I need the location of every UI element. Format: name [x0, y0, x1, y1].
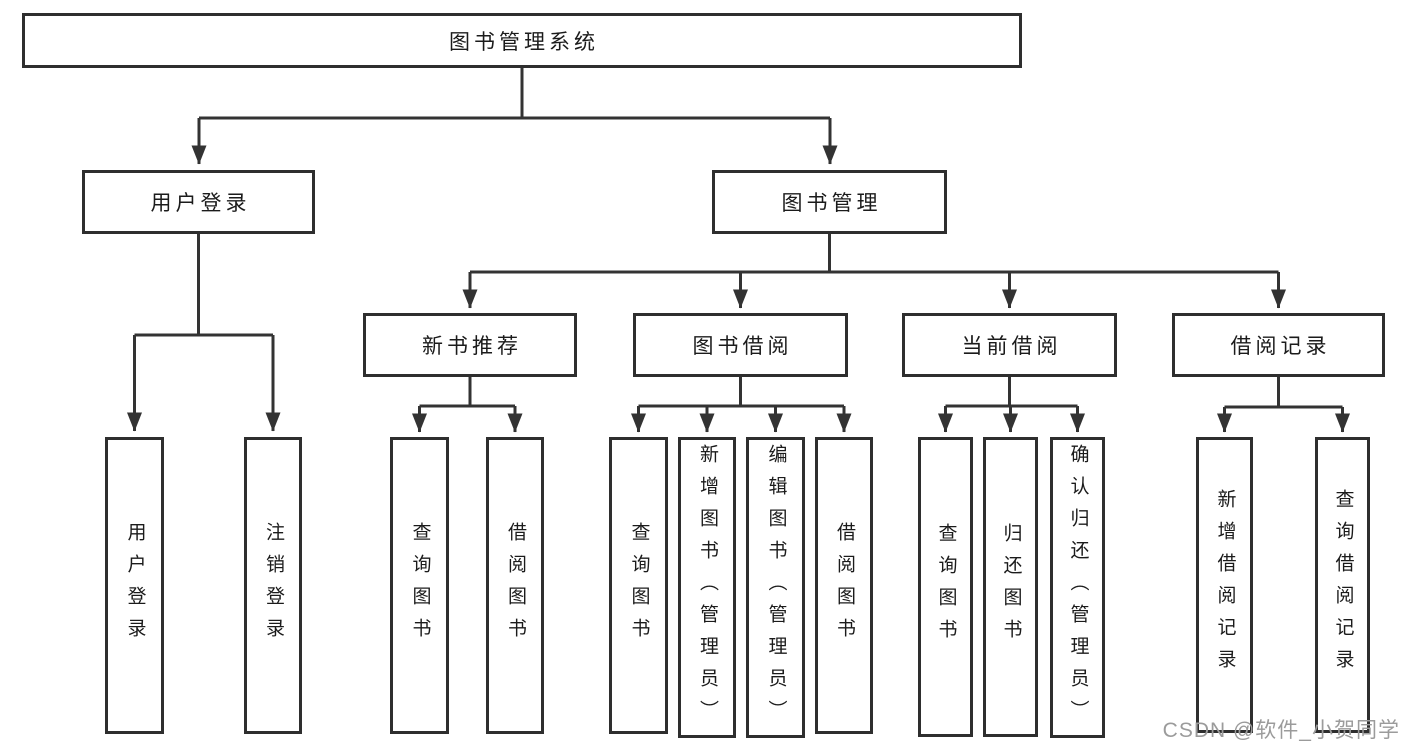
leaf-edit-book-admin: 编辑图书（管理员） — [746, 437, 805, 738]
node-book-borrowing-label: 图书借阅 — [692, 335, 793, 358]
node-book-management: 图书管理 — [712, 170, 947, 234]
leaf-query-books-2-label: 查询图书 — [628, 521, 650, 650]
leaf-borrow-books-1: 借阅图书 — [486, 437, 544, 734]
leaf-return-books: 归还图书 — [983, 437, 1038, 737]
node-new-book-recommend-label: 新书推荐 — [422, 335, 522, 358]
csdn-watermark: CSDN @软件_小贺同学 — [1162, 719, 1400, 742]
node-user-login-label: 用户登录 — [150, 192, 251, 215]
node-new-book-recommend: 新书推荐 — [363, 313, 577, 377]
leaf-logout-label: 注销登录 — [262, 521, 284, 650]
node-current-borrowing: 当前借阅 — [902, 313, 1117, 377]
leaf-borrow-books-2: 借阅图书 — [815, 437, 873, 734]
leaf-add-borrow-record-label: 新增借阅记录 — [1214, 489, 1236, 681]
node-user-login: 用户登录 — [82, 170, 315, 234]
leaf-borrow-books-1-label: 借阅图书 — [504, 521, 526, 650]
leaf-add-borrow-record: 新增借阅记录 — [1196, 437, 1253, 733]
node-borrow-records: 借阅记录 — [1172, 313, 1385, 377]
leaf-query-borrow-record-label: 查询借阅记录 — [1332, 489, 1354, 681]
leaf-confirm-return-admin-label: 确认归还（管理员） — [1067, 443, 1089, 732]
leaf-borrow-books-2-label: 借阅图书 — [833, 521, 855, 650]
leaf-logout: 注销登录 — [244, 437, 302, 734]
leaf-add-book-admin-label: 新增图书（管理员） — [696, 443, 718, 732]
leaf-return-books-label: 归还图书 — [1000, 523, 1022, 651]
leaf-user-login: 用户登录 — [105, 437, 164, 734]
node-root: 图书管理系统 — [22, 13, 1022, 68]
leaf-edit-book-admin-label: 编辑图书（管理员） — [765, 443, 787, 732]
leaf-query-books-3: 查询图书 — [918, 437, 973, 737]
leaf-query-books-2: 查询图书 — [609, 437, 668, 734]
node-root-label: 图书管理系统 — [449, 30, 599, 54]
node-borrow-records-label: 借阅记录 — [1230, 335, 1331, 358]
leaf-confirm-return-admin: 确认归还（管理员） — [1050, 437, 1105, 738]
leaf-query-borrow-record: 查询借阅记录 — [1315, 437, 1370, 733]
leaf-query-books-1-label: 查询图书 — [409, 521, 431, 650]
leaf-query-books-3-label: 查询图书 — [935, 523, 957, 651]
leaf-user-login-label: 用户登录 — [124, 521, 146, 650]
leaf-query-books-1: 查询图书 — [390, 437, 449, 734]
leaf-add-book-admin: 新增图书（管理员） — [678, 437, 736, 738]
node-current-borrowing-label: 当前借阅 — [961, 335, 1062, 358]
node-book-borrowing: 图书借阅 — [633, 313, 848, 377]
node-book-management-label: 图书管理 — [781, 192, 882, 215]
